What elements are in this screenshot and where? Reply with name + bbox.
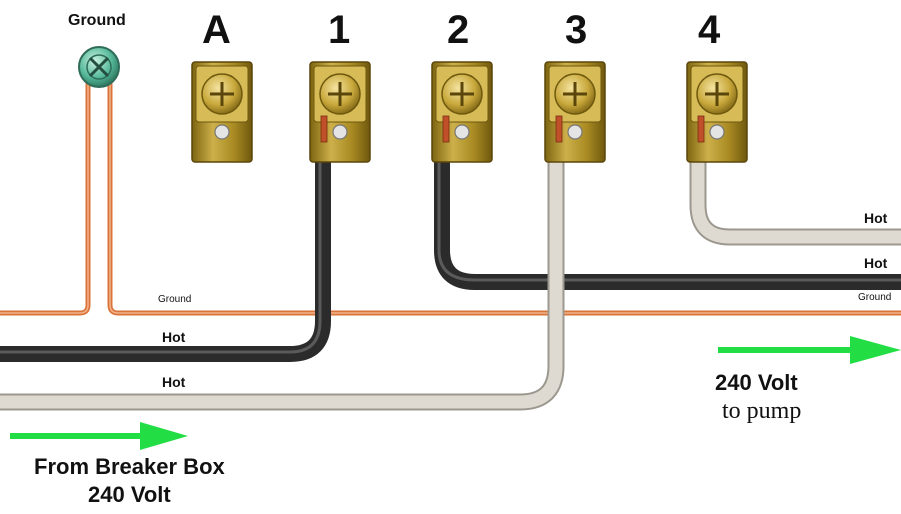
output-caption-line1: 240 Volt <box>715 370 798 395</box>
terminal-block-4 <box>686 61 748 163</box>
wire-label-hot-white: Hot <box>162 374 186 390</box>
terminal-label-a: A <box>202 8 231 52</box>
terminal-label-3: 3 <box>565 8 588 52</box>
ground-wire <box>0 75 901 316</box>
ground-screw-label: Ground <box>68 12 126 29</box>
output-arrow-icon <box>718 336 901 364</box>
hot-wire-white-out <box>689 135 901 246</box>
hot-wire-black-in <box>0 135 331 362</box>
wire-label-ground-left: Ground <box>158 294 192 305</box>
wire-label-hot-right-lower: Hot <box>864 255 888 271</box>
terminal-label-4: 4 <box>698 8 721 52</box>
wire-label-hot-black: Hot <box>162 329 186 345</box>
output-caption-line2: to pump <box>722 398 802 424</box>
hot-wire-white-in <box>0 135 565 411</box>
terminal-block-a <box>191 61 253 163</box>
terminal-block-1 <box>309 61 371 163</box>
hot-wire-black-out <box>434 135 901 290</box>
terminal-block-2 <box>431 61 493 163</box>
ground-screw-icon <box>78 46 120 88</box>
terminal-blocks <box>191 61 748 163</box>
input-caption-line2: 240 Volt <box>88 482 171 507</box>
wire-label-ground-right: Ground <box>858 292 892 303</box>
terminal-label-1: 1 <box>328 8 351 52</box>
terminal-label-2: 2 <box>447 8 470 52</box>
wire-label-hot-right-upper: Hot <box>864 210 888 226</box>
terminal-block-3 <box>544 61 606 163</box>
input-caption-line1: From Breaker Box <box>34 454 225 479</box>
input-arrow-icon <box>10 422 188 450</box>
